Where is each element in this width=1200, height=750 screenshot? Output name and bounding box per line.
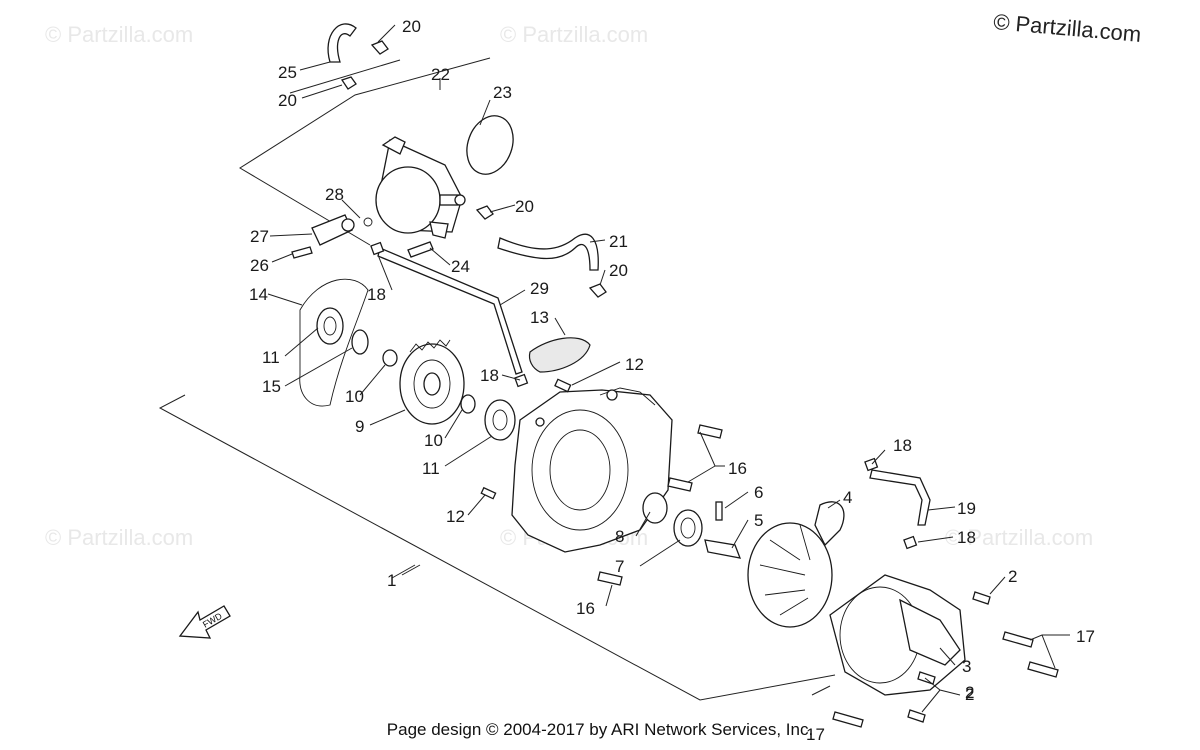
hose-19 — [869, 469, 931, 526]
callout-label: 25 — [278, 63, 297, 82]
impeller-4 — [747, 501, 845, 628]
watermark: © Partzilla.com — [945, 525, 1093, 550]
callout-label: 11 — [422, 459, 440, 478]
callout-label: 19 — [957, 499, 976, 518]
callout-label: 3 — [962, 657, 971, 676]
gasket-14 — [299, 278, 369, 407]
watermark: © Partzilla.com — [500, 22, 648, 47]
callout-label: 20 — [278, 91, 297, 110]
bearing-11 — [316, 307, 344, 345]
callout-label: 8 — [615, 527, 624, 546]
snap-ring-15 — [351, 329, 369, 355]
callout-label: 2 — [965, 683, 974, 702]
leader-lines — [267, 24, 1070, 713]
callout-label: 11 — [262, 348, 280, 367]
page-footer: Page design © 2004-2017 by ARI Network S… — [386, 720, 814, 739]
callout-label: 27 — [250, 227, 269, 246]
hose-25 — [327, 23, 357, 63]
callout-label: 29 — [530, 279, 549, 298]
bolt-17 — [832, 631, 1059, 728]
gasket-23 — [466, 115, 514, 175]
callout-label: 20 — [402, 17, 421, 36]
callout-label: 21 — [609, 232, 628, 251]
callout-label: 26 — [250, 256, 269, 275]
callout-label: 9 — [355, 417, 364, 436]
callout-label: 2 — [1008, 567, 1017, 586]
callout-label: 7 — [615, 557, 624, 576]
callout-label: 18 — [367, 285, 386, 304]
bolt-16 — [597, 424, 723, 586]
callout-label: 28 — [325, 185, 344, 204]
pin-12 — [554, 378, 572, 393]
callout-label: 16 — [728, 459, 747, 478]
callout-label: 18 — [480, 366, 499, 385]
watermark: © Partzilla.com — [45, 22, 193, 47]
washer-10 — [460, 394, 476, 414]
seal-13 — [528, 337, 591, 373]
callout-labels: 1 2 2 2 3 4 5 6 7 8 9 10 10 11 11 12 12 … — [249, 17, 1095, 744]
watermark: © Partzilla.com — [45, 525, 193, 550]
callout-label: 12 — [446, 507, 465, 526]
callout-label: 16 — [576, 599, 595, 618]
hose-clamp — [340, 40, 607, 298]
callout-label: 12 — [625, 355, 644, 374]
callout-label: 10 — [424, 431, 443, 450]
pump-housing-3 — [829, 574, 966, 696]
pin-12 — [480, 486, 497, 500]
shaft-5 — [704, 539, 742, 559]
callout-label: 17 — [806, 725, 825, 744]
screws — [291, 241, 434, 259]
bearing-11 — [484, 399, 516, 441]
callout-label: 5 — [754, 511, 763, 530]
washer-10 — [382, 349, 398, 367]
fwd-arrow-icon: FWD — [178, 605, 231, 639]
callout-label: 15 — [262, 377, 281, 396]
callout-label: 1 — [387, 571, 396, 590]
callout-label: 23 — [493, 83, 512, 102]
callout-label: 4 — [843, 488, 852, 507]
gear-9 — [399, 339, 465, 425]
hose-21 — [497, 233, 599, 271]
oil-pump-22 — [375, 136, 466, 239]
grouping-lines — [158, 57, 836, 701]
callout-label: 14 — [249, 285, 268, 304]
callout-label: 18 — [893, 436, 912, 455]
seal-7 — [673, 509, 703, 547]
callout-label: 20 — [515, 197, 534, 216]
callout-label: 2 — [965, 685, 974, 704]
callout-label: 13 — [530, 308, 549, 327]
pin-6 — [715, 501, 723, 521]
callout-label: 6 — [754, 483, 763, 502]
callout-label: 20 — [609, 261, 628, 280]
callout-label: 18 — [957, 528, 976, 547]
seal-8 — [642, 492, 668, 524]
callout-label: 17 — [1076, 627, 1095, 646]
bolt-2 — [907, 591, 991, 723]
callout-label: 22 — [431, 65, 450, 84]
callout-label: 24 — [451, 257, 470, 276]
callout-label: 10 — [345, 387, 364, 406]
fitting-27 — [311, 214, 373, 246]
